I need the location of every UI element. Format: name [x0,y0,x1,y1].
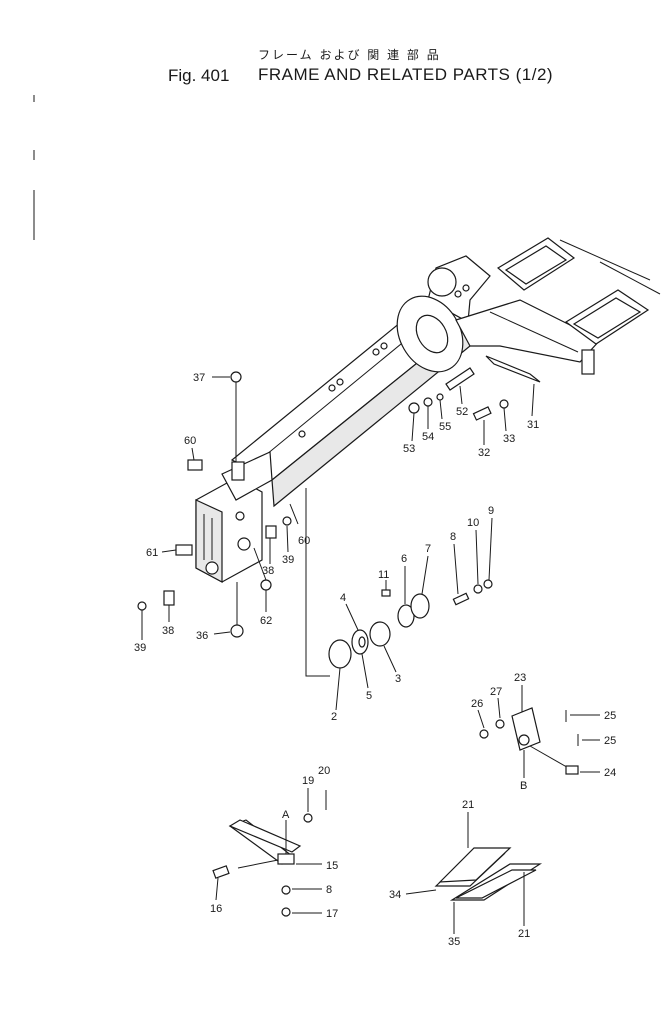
part-62 [260,579,272,591]
callout-A: A [282,809,290,821]
part-60-bracket [187,459,203,471]
callout-26: 26 [471,698,483,710]
callout-36: 36 [196,630,208,642]
part-16 [212,865,230,879]
callout-37: 37 [193,372,205,384]
callout-34: 34 [389,889,401,901]
frame-assembly [195,237,661,584]
japanese-title: フレーム および 関 連 部 品 [258,48,441,62]
pin-stack [328,579,493,669]
part-8 [452,592,470,606]
callout-38-lower: 38 [162,625,174,637]
part-38a [265,525,277,539]
callout-8-upper: 8 [450,531,456,543]
callout-39-upper: 39 [282,554,294,566]
callout-15: 15 [326,860,338,872]
step-covers [434,847,543,901]
callout-6: 6 [401,553,407,565]
part-36 [230,624,244,638]
callout-55: 55 [439,421,451,433]
callout-33: 33 [503,433,515,445]
frame-extension [455,299,601,363]
diagram-header: フレーム および 関 連 部 品 Fig. 401 FRAME AND RELA… [0,0,667,95]
callout-4: 4 [340,592,346,604]
frame-front-top [221,451,273,501]
figure-title: FRAME AND RELATED PARTS (1/2) [258,65,554,84]
nut-33 [499,399,509,409]
part-19 [303,813,313,823]
callout-52: 52 [456,406,468,418]
callout-39-lower: 39 [134,642,146,654]
part-8b [281,885,291,895]
bracket-31 [485,355,541,383]
callout-38-upper: 38 [262,565,274,577]
part-17 [281,907,291,917]
bracket-52 [445,367,475,391]
callout-31: 31 [527,419,539,431]
washer-27 [495,719,505,729]
callout-11: 11 [378,569,389,581]
callout-2: 2 [331,711,337,723]
callout-8-lower: 8 [326,884,332,896]
callout-32: 32 [478,447,490,459]
part-61 [175,544,193,556]
deck-bracket [581,349,595,375]
callout-62: 62 [260,615,272,627]
part-9 [483,579,493,589]
washer-55 [436,393,444,401]
part-11 [381,589,391,597]
part-3 [369,621,391,647]
callout-35: 35 [448,936,460,948]
bolt-26 [479,729,489,739]
part-38b [163,590,175,606]
callout-7: 7 [425,543,431,555]
part-39b [137,601,147,611]
bolt-53 [408,402,420,414]
callout-labels: 37 60 60 61 39 38 36 38 39 62 52 53 54 5… [134,372,616,948]
pedal-a-group [212,790,327,917]
pedal-b-group [479,707,579,775]
callout-21-upper: 21 [462,799,474,811]
callout-24: 24 [604,767,616,779]
part-6 [397,604,415,628]
callout-9: 9 [488,505,494,517]
part-37 [230,371,242,383]
part-2 [328,639,352,669]
callout-20: 20 [318,765,330,777]
callout-17: 17 [326,908,338,920]
callout-23: 23 [514,672,526,684]
callout-27: 27 [490,686,502,698]
part-10 [473,584,483,594]
callout-3: 3 [395,673,401,685]
washer-54 [423,397,433,407]
callout-5: 5 [366,690,372,702]
part-7 [410,593,430,619]
bolt-32 [472,406,492,421]
callout-25-lower: 25 [604,735,616,747]
callout-10: 10 [467,517,479,529]
callout-53: 53 [403,443,415,455]
callout-25-upper: 25 [604,710,616,722]
figure-number: Fig. 401 [168,66,230,85]
callout-B: B [520,780,527,792]
part-15-hub [277,853,295,865]
callout-21-lower: 21 [518,928,530,940]
callout-19: 19 [302,775,314,787]
callout-54: 54 [422,431,434,443]
part-24 [565,765,579,775]
callout-16: 16 [210,903,222,915]
frame-small-parts [137,371,330,677]
callout-61: 61 [146,547,158,559]
frame-rear-pipe [427,267,457,297]
part-39a [282,516,292,526]
callout-60-right: 60 [298,535,310,547]
callout-60-left: 60 [184,435,196,447]
